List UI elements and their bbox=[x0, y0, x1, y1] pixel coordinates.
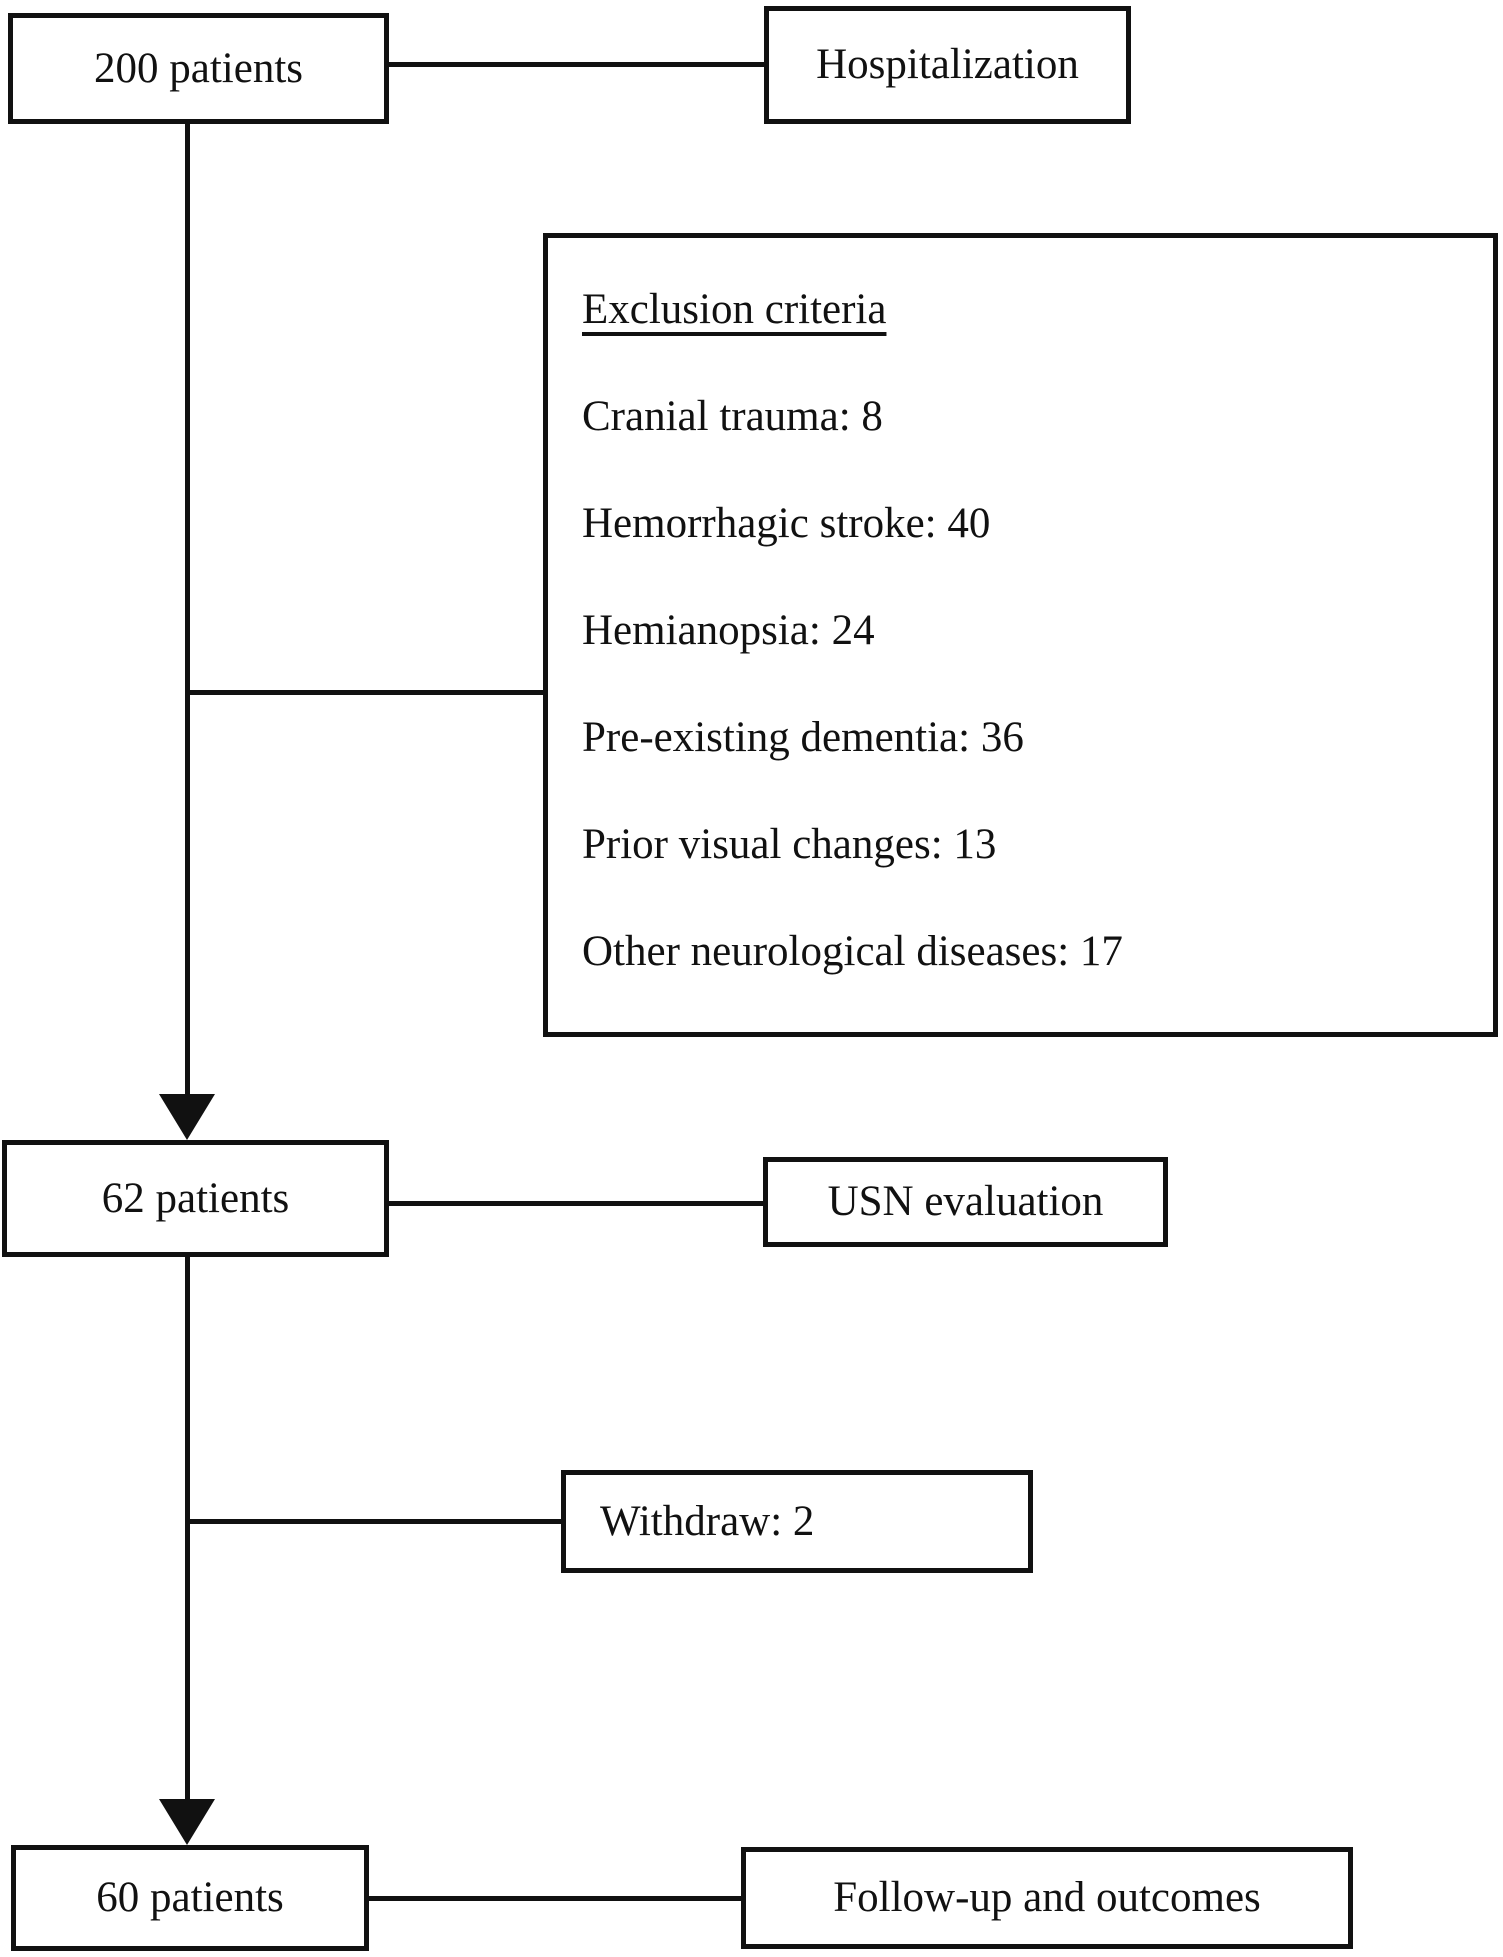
node-followup-outcomes: Follow-up and outcomes bbox=[741, 1847, 1353, 1949]
exclusion-item-hemorrhagic-stroke: Hemorrhagic stroke: 40 bbox=[582, 500, 991, 547]
arrowhead-to-60-icon bbox=[159, 1799, 215, 1845]
node-200-patients: 200 patients bbox=[8, 13, 389, 124]
exclusion-item-other-neurological: Other neurological diseases: 17 bbox=[582, 928, 1123, 975]
exclusion-item-cranial-trauma: Cranial trauma: 8 bbox=[582, 393, 883, 440]
node-hospitalization: Hospitalization bbox=[764, 6, 1131, 124]
flow-line-62-to-60 bbox=[185, 1257, 190, 1803]
exclusion-title: Exclusion criteria bbox=[582, 286, 887, 333]
connector-60-to-followup bbox=[369, 1896, 741, 1901]
node-exclusion-criteria bbox=[543, 233, 1498, 1037]
node-usn-evaluation: USN evaluation bbox=[763, 1157, 1168, 1247]
flow-line-200-to-62 bbox=[185, 124, 190, 1096]
connector-flow-to-exclusion bbox=[187, 690, 543, 695]
node-62-patients: 62 patients bbox=[2, 1140, 389, 1257]
exclusion-item-prior-visual-changes: Prior visual changes: 13 bbox=[582, 821, 997, 868]
node-60-patients: 60 patients bbox=[11, 1845, 369, 1951]
exclusion-item-preexisting-dementia: Pre-existing dementia: 36 bbox=[582, 714, 1024, 761]
arrowhead-to-62-icon bbox=[159, 1094, 215, 1140]
node-withdraw: Withdraw: 2 bbox=[561, 1470, 1033, 1573]
connector-200-to-hospitalization bbox=[389, 62, 764, 67]
connector-62-to-usn bbox=[389, 1201, 763, 1206]
connector-flow-to-withdraw bbox=[187, 1519, 561, 1524]
exclusion-item-hemianopsia: Hemianopsia: 24 bbox=[582, 607, 875, 654]
